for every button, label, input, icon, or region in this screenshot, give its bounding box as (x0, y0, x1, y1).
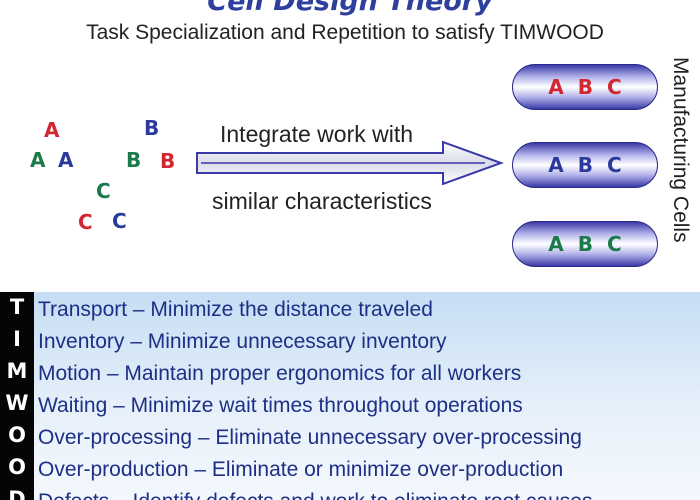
scatter-letter: B (160, 149, 176, 173)
timwood-row-transport: Transport – Minimize the distance travel… (38, 298, 433, 321)
scatter-letter: C (96, 179, 111, 203)
cell-letter: A (548, 153, 564, 177)
timwood-row-motion: Motion – Maintain proper ergonomics for … (38, 362, 522, 385)
timwood-letter: I (13, 327, 21, 351)
timwood-letter: W (5, 391, 29, 415)
scatter-letter: C (112, 209, 127, 233)
timwood-letter: M (6, 359, 28, 383)
diagram-title: Cell Design Theory (207, 0, 493, 17)
timwood-row-over-production: Over-production – Eliminate or minimize … (38, 458, 564, 481)
cell-letter: C (607, 232, 622, 256)
cell-letter: B (577, 75, 594, 99)
timwood-band (0, 292, 700, 500)
cell-letter: B (577, 153, 594, 177)
timwood-row-waiting: Waiting – Minimize wait times throughout… (38, 394, 523, 417)
cell-letter: B (577, 232, 594, 256)
timwood-letter: O (8, 423, 26, 447)
timwood-row-over-processing: Over-processing – Eliminate unnecessary … (38, 426, 582, 449)
scatter-letter: B (126, 148, 142, 172)
arrow-label-top: Integrate work with (220, 121, 414, 147)
timwood-row-defects: Defects – Identify defects and work to e… (38, 490, 592, 500)
scatter-letter: A (58, 148, 74, 172)
manufacturing-cell: A B C (512, 142, 658, 188)
scatter-letter: C (78, 210, 93, 234)
timwood-letter: D (8, 487, 26, 500)
cell-letter: A (548, 75, 564, 99)
diagram-subtitle: Task Specialization and Repetition to sa… (86, 21, 604, 44)
cell-letter: C (607, 153, 622, 177)
arrow-label-bottom: similar characteristics (212, 188, 432, 214)
cells-label: Manufacturing Cells (669, 57, 692, 243)
timwood-letter: T (9, 295, 25, 319)
cell-letter: C (607, 75, 622, 99)
scatter-letter: A (30, 148, 46, 172)
timwood-row-inventory: Inventory – Minimize unnecessary invento… (38, 330, 447, 353)
timwood-acronym-column: T I M W O O D (0, 292, 34, 500)
cell-letter: A (548, 232, 564, 256)
manufacturing-cell: A B C (512, 64, 658, 110)
integrate-arrow-icon (196, 140, 504, 186)
manufacturing-cell: A B C (512, 221, 658, 267)
scatter-letter: A (44, 118, 60, 142)
timwood-letter: O (8, 455, 26, 479)
scatter-letter: B (144, 116, 160, 140)
